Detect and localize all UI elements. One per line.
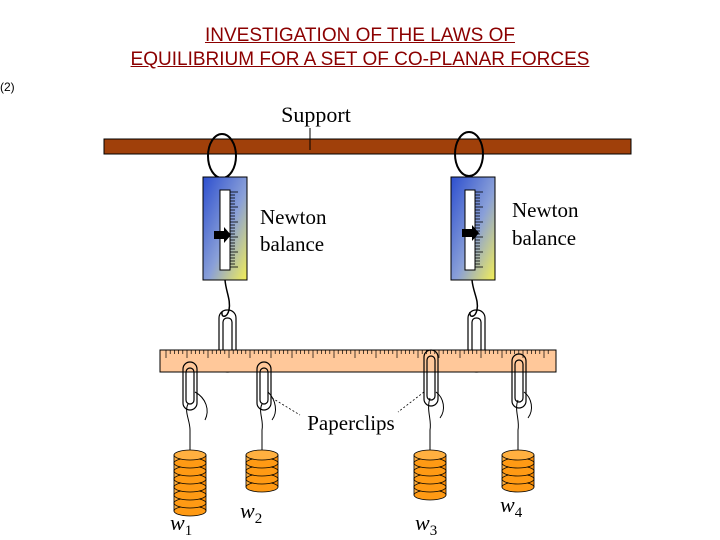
weight-label-w4: w4 xyxy=(500,492,523,521)
hanging-paperclip-1 xyxy=(182,361,198,411)
weight-w3 xyxy=(413,449,447,501)
paperclips-label: Paperclips xyxy=(307,411,394,435)
string-w1 xyxy=(186,403,191,455)
string-w4 xyxy=(516,399,519,455)
meter-ruler xyxy=(159,349,557,373)
left-balance-pointer-icon xyxy=(214,227,231,243)
left-balance-label-line-2: balance xyxy=(260,232,324,256)
paperclips-pointer-right xyxy=(397,391,425,413)
weight-w4 xyxy=(501,449,535,493)
paperclips-pointer-left xyxy=(271,397,301,416)
loop-w3 xyxy=(435,391,444,419)
right-balance-label-line-1: Newton xyxy=(512,198,579,222)
weight-label-w1: w1 xyxy=(170,510,192,539)
slide-number: (2) xyxy=(0,80,15,94)
right-support-loop xyxy=(454,131,484,177)
loop-w1 xyxy=(194,391,208,421)
weight-w1 xyxy=(173,449,207,517)
weight-label-w3: w3 xyxy=(415,510,437,539)
string-w2 xyxy=(260,403,263,455)
weight-w2 xyxy=(245,449,279,493)
ruler-ticks xyxy=(165,350,549,358)
title-line-1: INVESTIGATION OF THE LAWS OF xyxy=(204,25,515,46)
hanging-paperclip-4 xyxy=(511,353,527,409)
right-newton-balance xyxy=(450,176,496,281)
loop-w2 xyxy=(267,391,276,421)
loop-w4 xyxy=(523,391,532,419)
right-balance-pointer-icon xyxy=(462,225,479,241)
page-title: INVESTIGATION OF THE LAWS OF EQUILIBRIUM… xyxy=(60,24,660,72)
hanging-paperclip-2 xyxy=(256,361,272,411)
support-label: Support xyxy=(281,102,351,127)
left-newton-balance xyxy=(202,176,248,281)
title-line-2: EQUILIBRIUM FOR A SET OF CO-PLANAR FORCE… xyxy=(130,49,590,70)
left-balance-label-line-1: Newton xyxy=(260,205,327,229)
hanging-paperclip-3 xyxy=(423,349,439,407)
string-w3 xyxy=(428,397,431,455)
right-balance-label-line-2: balance xyxy=(512,226,576,250)
support-bar xyxy=(103,138,632,155)
weight-label-w2: w2 xyxy=(240,498,262,527)
